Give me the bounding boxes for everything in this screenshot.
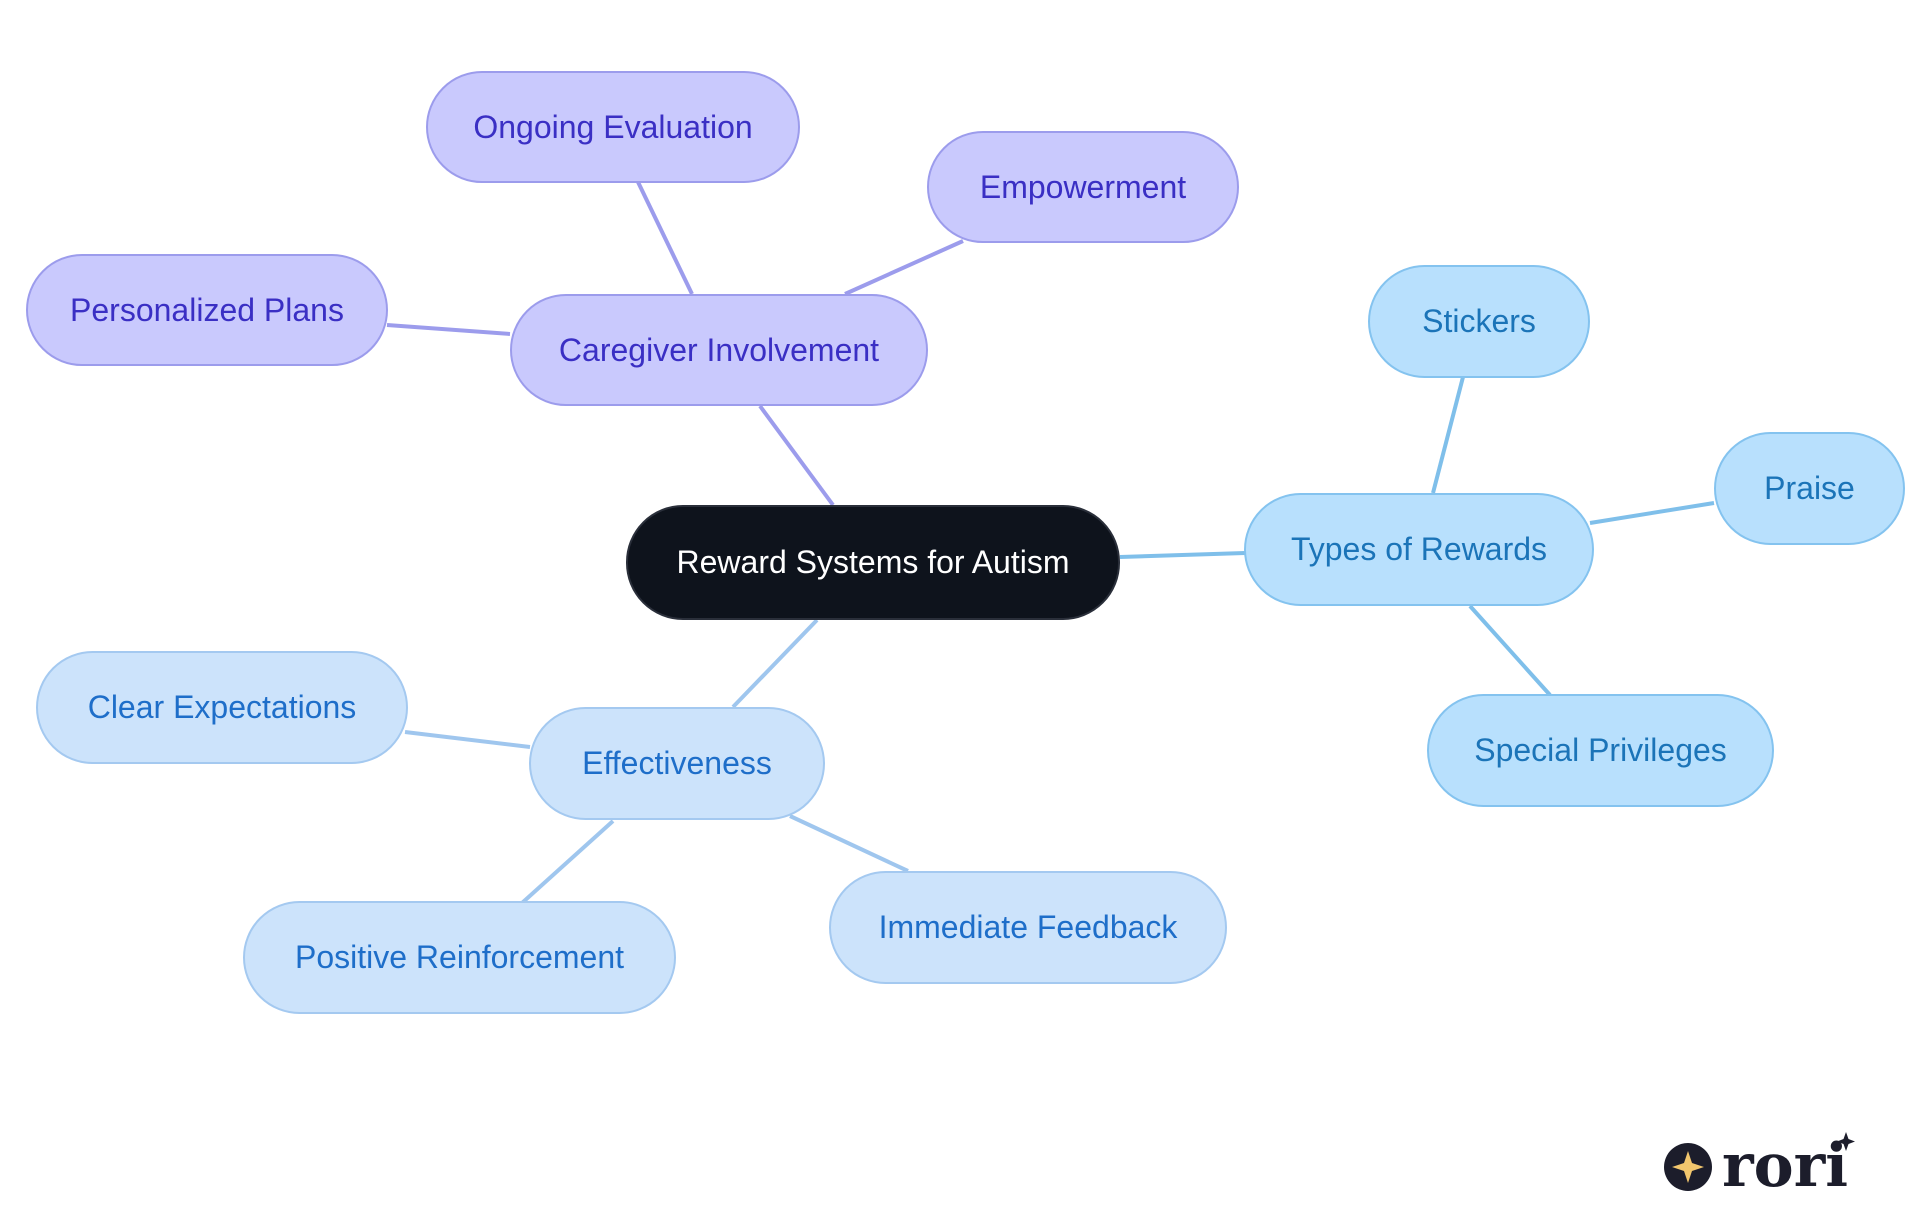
edge-types-praise [1589, 501, 1715, 525]
edge-caregiver-empowerment [844, 239, 964, 296]
node-label: Caregiver Involvement [558, 331, 880, 368]
node-types-of-rewards: Types of Rewards [1244, 493, 1594, 606]
edge-caregiver-ongoing [636, 181, 694, 295]
node-empowerment: Empowerment [927, 131, 1239, 243]
node-stickers: Stickers [1368, 265, 1590, 378]
node-praise: Praise [1714, 432, 1905, 545]
brand-logo: rori [1660, 1130, 1860, 1201]
node-ongoing-evaluation: Ongoing Evaluation [426, 71, 800, 183]
root-node: Reward Systems for Autism [626, 505, 1120, 620]
edge-effectiveness-positive [520, 819, 615, 905]
edge-effectiveness-immediate [789, 814, 909, 873]
node-clear-expectations: Clear Expectations [36, 651, 408, 764]
node-label: Positive Reinforcement [294, 939, 625, 975]
root-node-label: Reward Systems for Autism [676, 544, 1070, 580]
edge-root-caregiver [758, 404, 835, 507]
node-label: Empowerment [979, 168, 1187, 205]
node-effectiveness: Effectiveness [529, 707, 825, 820]
logo-wordmark: rori [1722, 1131, 1848, 1200]
node-label: Types of Rewards [1290, 531, 1548, 567]
node-label: Stickers [1422, 303, 1536, 339]
node-immediate-feedback: Immediate Feedback [829, 871, 1227, 984]
node-label: Clear Expectations [87, 689, 357, 725]
edge-types-stickers [1431, 376, 1465, 494]
node-label: Praise [1764, 470, 1855, 506]
edge-root-effectiveness [731, 618, 819, 709]
edge-effectiveness-clear [404, 730, 531, 749]
node-label: Personalized Plans [70, 291, 344, 328]
node-label: Ongoing Evaluation [473, 108, 753, 145]
node-positive-reinforcement: Positive Reinforcement [243, 901, 676, 1014]
edge-root-types [1119, 551, 1246, 559]
node-label: Special Privileges [1474, 732, 1727, 768]
sparkle-star-icon: rori [1664, 1131, 1855, 1201]
edge-types-privileges [1468, 604, 1552, 697]
node-special-privileges: Special Privileges [1427, 694, 1774, 807]
node-label: Effectiveness [582, 745, 772, 781]
node-label: Immediate Feedback [878, 909, 1178, 945]
node-personalized-plans: Personalized Plans [26, 254, 388, 366]
node-caregiver-involvement: Caregiver Involvement [510, 294, 928, 406]
edge-caregiver-personalized [386, 323, 511, 336]
